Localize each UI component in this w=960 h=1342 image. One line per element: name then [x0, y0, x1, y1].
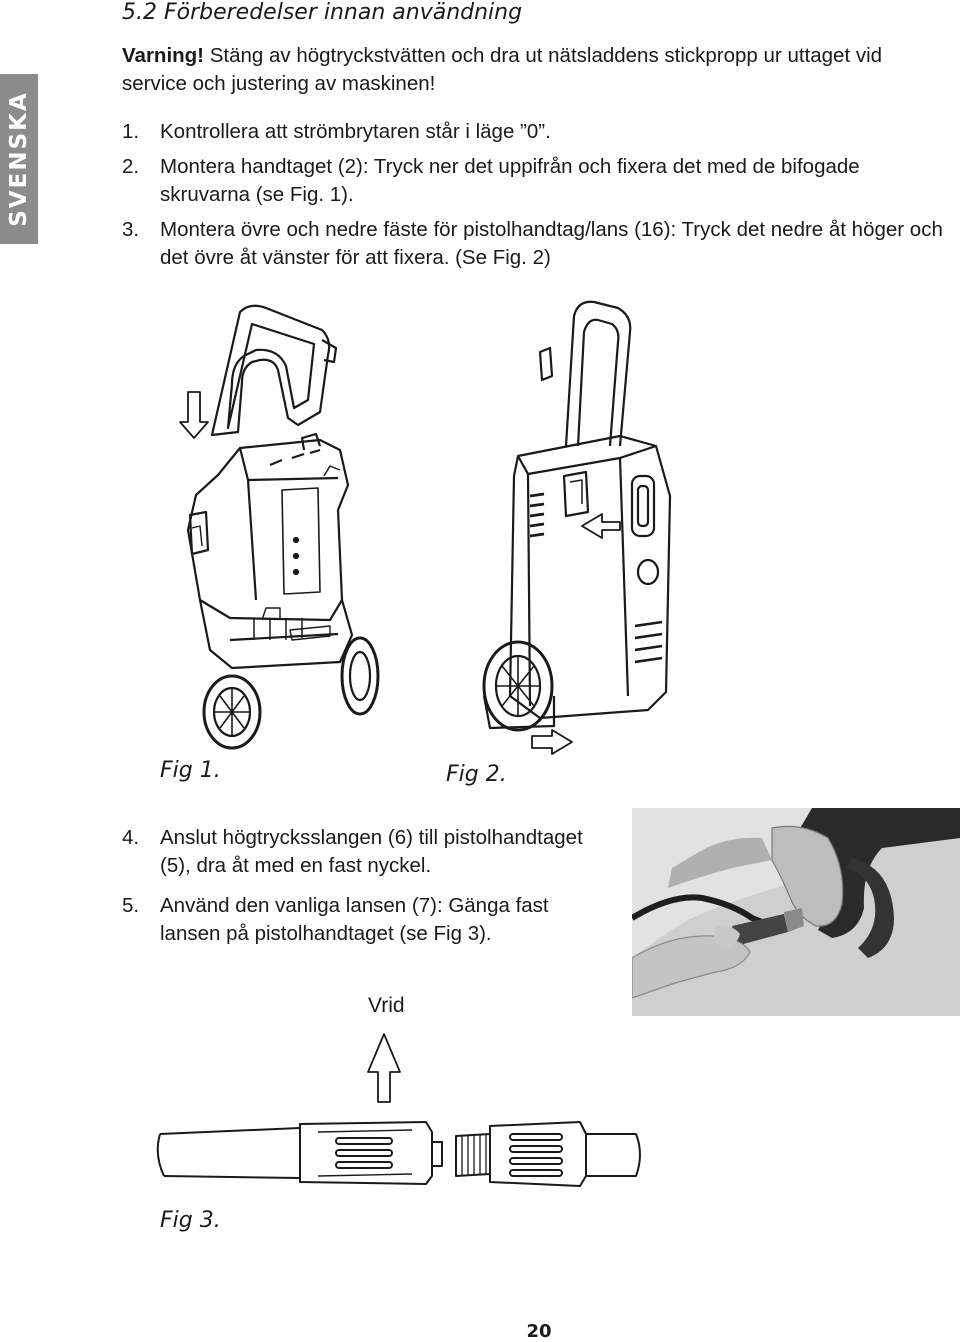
list-item: 3. Montera övre och nedre fäste för pisto…	[122, 216, 952, 272]
list-item: 5. Använd den vanliga lansen (7): Gänga f…	[122, 892, 612, 948]
fig3-label: Fig 3.	[160, 1208, 221, 1233]
step-text: Montera övre och nedre fäste för pistolh…	[160, 218, 943, 269]
list-item: 2. Montera handtaget (2): Tryck ner det u…	[122, 153, 952, 209]
step-text: Anslut högtrycksslangen (6) till pistolh…	[160, 826, 583, 877]
list-item: 4. Anslut högtrycksslangen (6) till pisto…	[122, 824, 612, 880]
step-number: 4.	[122, 826, 140, 849]
warning-text: Stäng av högtryckstvätten och dra ut nät…	[122, 44, 883, 95]
fig1-illustration	[179, 304, 380, 750]
step-number: 2.	[122, 155, 140, 178]
step-number: 5.	[122, 894, 140, 917]
step-number: 3.	[122, 218, 140, 241]
language-label: SVENSKA	[6, 91, 33, 227]
warning-paragraph: Varning! Stäng av högtryckstvätten och d…	[122, 42, 942, 98]
section-title: 5.2 Förberedelser innan användning	[122, 0, 523, 25]
warning-label: Varning!	[122, 44, 205, 67]
step-text: Använd den vanliga lansen (7): Gänga fas…	[160, 894, 549, 945]
step-text: Montera handtaget (2): Tryck ner det upp…	[160, 155, 860, 206]
fig2-label: Fig 2.	[446, 762, 507, 787]
twist-label: Vrid	[368, 994, 405, 1017]
fig3-illustration	[156, 1033, 641, 1187]
page-number: 20	[526, 1321, 552, 1342]
fig1-label: Fig 1.	[160, 758, 221, 783]
steps-list-top: 1. Kontrollera att strömbrytaren står i l…	[122, 118, 952, 279]
list-item: 1. Kontrollera att strömbrytaren står i l…	[122, 118, 952, 146]
steps-list-bottom: 4. Anslut högtrycksslangen (6) till pisto…	[122, 824, 612, 955]
language-side-tab: SVENSKA	[0, 74, 38, 244]
step-number: 1.	[122, 120, 140, 143]
hose-connection-photo	[632, 808, 960, 1016]
step-text: Kontrollera att strömbrytaren står i läg…	[160, 120, 551, 143]
fig2-illustration	[482, 300, 672, 755]
